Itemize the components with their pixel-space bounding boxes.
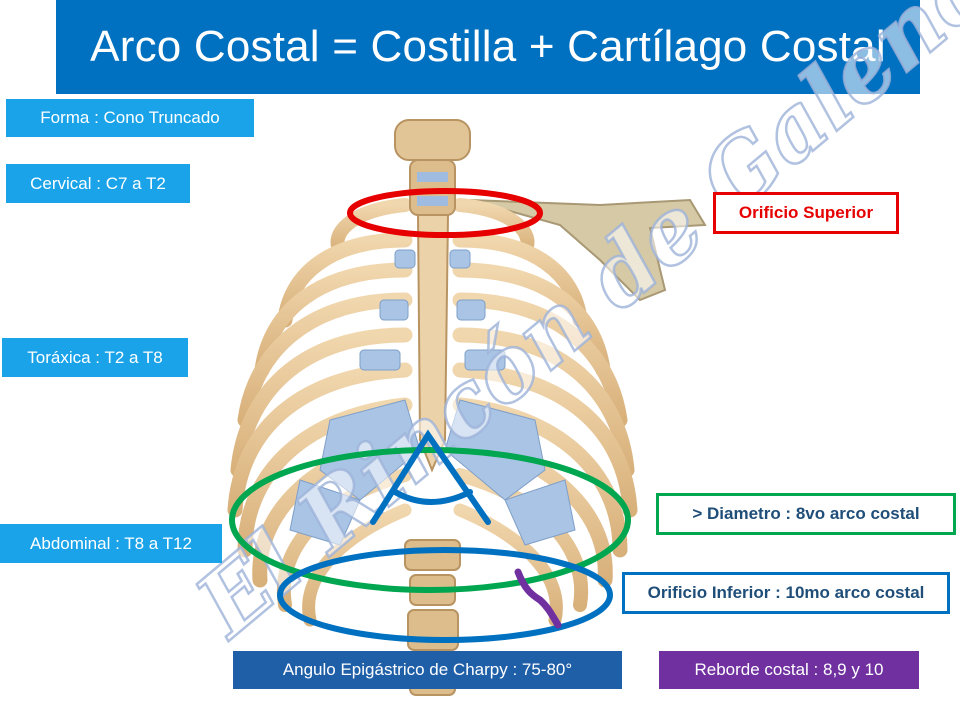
- label-toraxica-text: Toráxica : T2 a T8: [27, 347, 163, 367]
- label-angulo-text: Angulo Epigástrico de Charpy : 75-80°: [282, 660, 573, 679]
- superior-aperture-ring: [347, 188, 543, 238]
- label-cervical: Cervical : C7 a T2: [6, 164, 190, 203]
- label-forma-text: Forma : Cono Truncado: [40, 108, 220, 127]
- inferior-aperture-ring: [277, 547, 613, 643]
- label-toraxica: Toráxica : T2 a T8: [2, 338, 188, 377]
- label-cervical-text: Cervical : C7 a T2: [30, 173, 166, 193]
- epigastric-angle: [370, 429, 491, 525]
- label-reborde-costal: Reborde costal : 8,9 y 10: [659, 651, 919, 689]
- max-diameter-ring: [229, 447, 631, 593]
- label-abdominal: Abdominal : T8 a T12: [0, 524, 222, 563]
- label-orificio-inferior-text: Orificio Inferior : 10mo arco costal: [647, 583, 925, 602]
- slide-title-text: Arco Costal = Costilla + Cartílago Costa…: [90, 22, 886, 71]
- label-orificio-superior: Orificio Superior: [713, 192, 899, 234]
- label-orificio-inferior: Orificio Inferior : 10mo arco costal: [622, 572, 950, 614]
- label-reborde-text: Reborde costal : 8,9 y 10: [694, 660, 884, 679]
- slide-title: Arco Costal = Costilla + Cartílago Costa…: [56, 0, 920, 94]
- costal-cartilages: [289, 249, 576, 546]
- scapula-shape: [469, 198, 707, 302]
- costal-margin-line: [514, 568, 562, 629]
- label-orificio-superior-text: Orificio Superior: [738, 203, 874, 222]
- label-forma: Forma : Cono Truncado: [6, 99, 254, 137]
- label-abdominal-text: Abdominal : T8 a T12: [30, 533, 192, 553]
- label-diametro-text: > Diametro : 8vo arco costal: [692, 504, 920, 523]
- label-angulo-epigastrico: Angulo Epigástrico de Charpy : 75-80°: [233, 651, 622, 689]
- label-diametro: > Diametro : 8vo arco costal: [656, 493, 956, 535]
